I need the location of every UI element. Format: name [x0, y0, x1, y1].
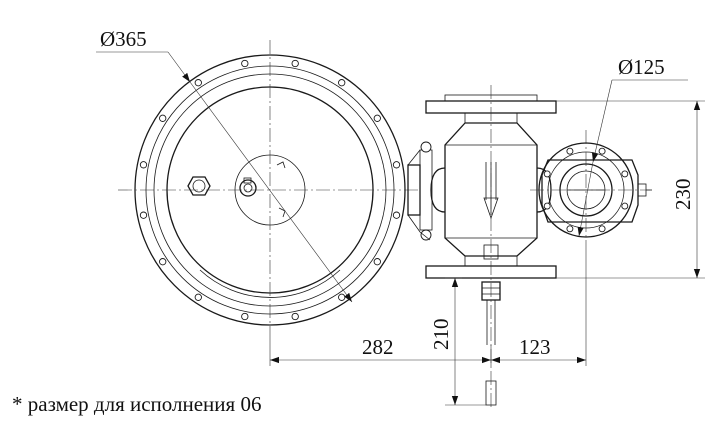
outlet-bolt-holes — [543, 147, 629, 233]
bolt-hole — [241, 312, 249, 321]
bolt-hole — [159, 258, 167, 266]
bolt-hole — [194, 79, 202, 87]
bolt-hole — [543, 202, 551, 210]
bolt-hole — [139, 161, 148, 169]
bolt-hole — [291, 312, 299, 321]
bolt-hole — [598, 225, 606, 233]
d125-diameter-line — [577, 161, 594, 237]
dim-width-to-axis: 282 — [362, 335, 394, 359]
d365-leader — [167, 51, 191, 83]
dim-outlet-diameter: Ø125 — [618, 55, 665, 79]
dim-overall-height: 230 — [671, 179, 695, 211]
bolt-hole — [566, 225, 574, 233]
bolt-hole — [139, 211, 148, 219]
dim-width-to-outlet: 123 — [519, 335, 551, 359]
bolt-hole — [392, 161, 401, 169]
bolt-hole — [621, 170, 629, 178]
bolt-hole — [194, 293, 202, 301]
d125-leader — [591, 79, 613, 163]
bolt-hole — [598, 147, 606, 155]
hex-plug — [187, 176, 211, 196]
footnote-version-06: * размер для исполнения 06 — [12, 392, 262, 416]
d365-diameter-line — [189, 81, 353, 303]
bolt-hole — [373, 114, 381, 122]
bolt-hole — [159, 114, 167, 122]
valve-body-side-view — [407, 94, 557, 406]
center-fitting — [239, 161, 286, 218]
bolt-hole — [241, 59, 249, 68]
bolt-hole — [338, 293, 346, 301]
bolt-hole — [543, 170, 551, 178]
bolt-hole — [291, 59, 299, 68]
bolt-hole — [392, 211, 401, 219]
bolt-hole — [566, 147, 574, 155]
flange-bolt-holes — [139, 59, 401, 321]
bolt-hole — [373, 258, 381, 266]
dim-depth-below: 210 — [429, 319, 453, 351]
bolt-hole — [621, 202, 629, 210]
bolt-hole — [338, 79, 346, 87]
dim-body-diameter: Ø365 — [100, 27, 147, 51]
